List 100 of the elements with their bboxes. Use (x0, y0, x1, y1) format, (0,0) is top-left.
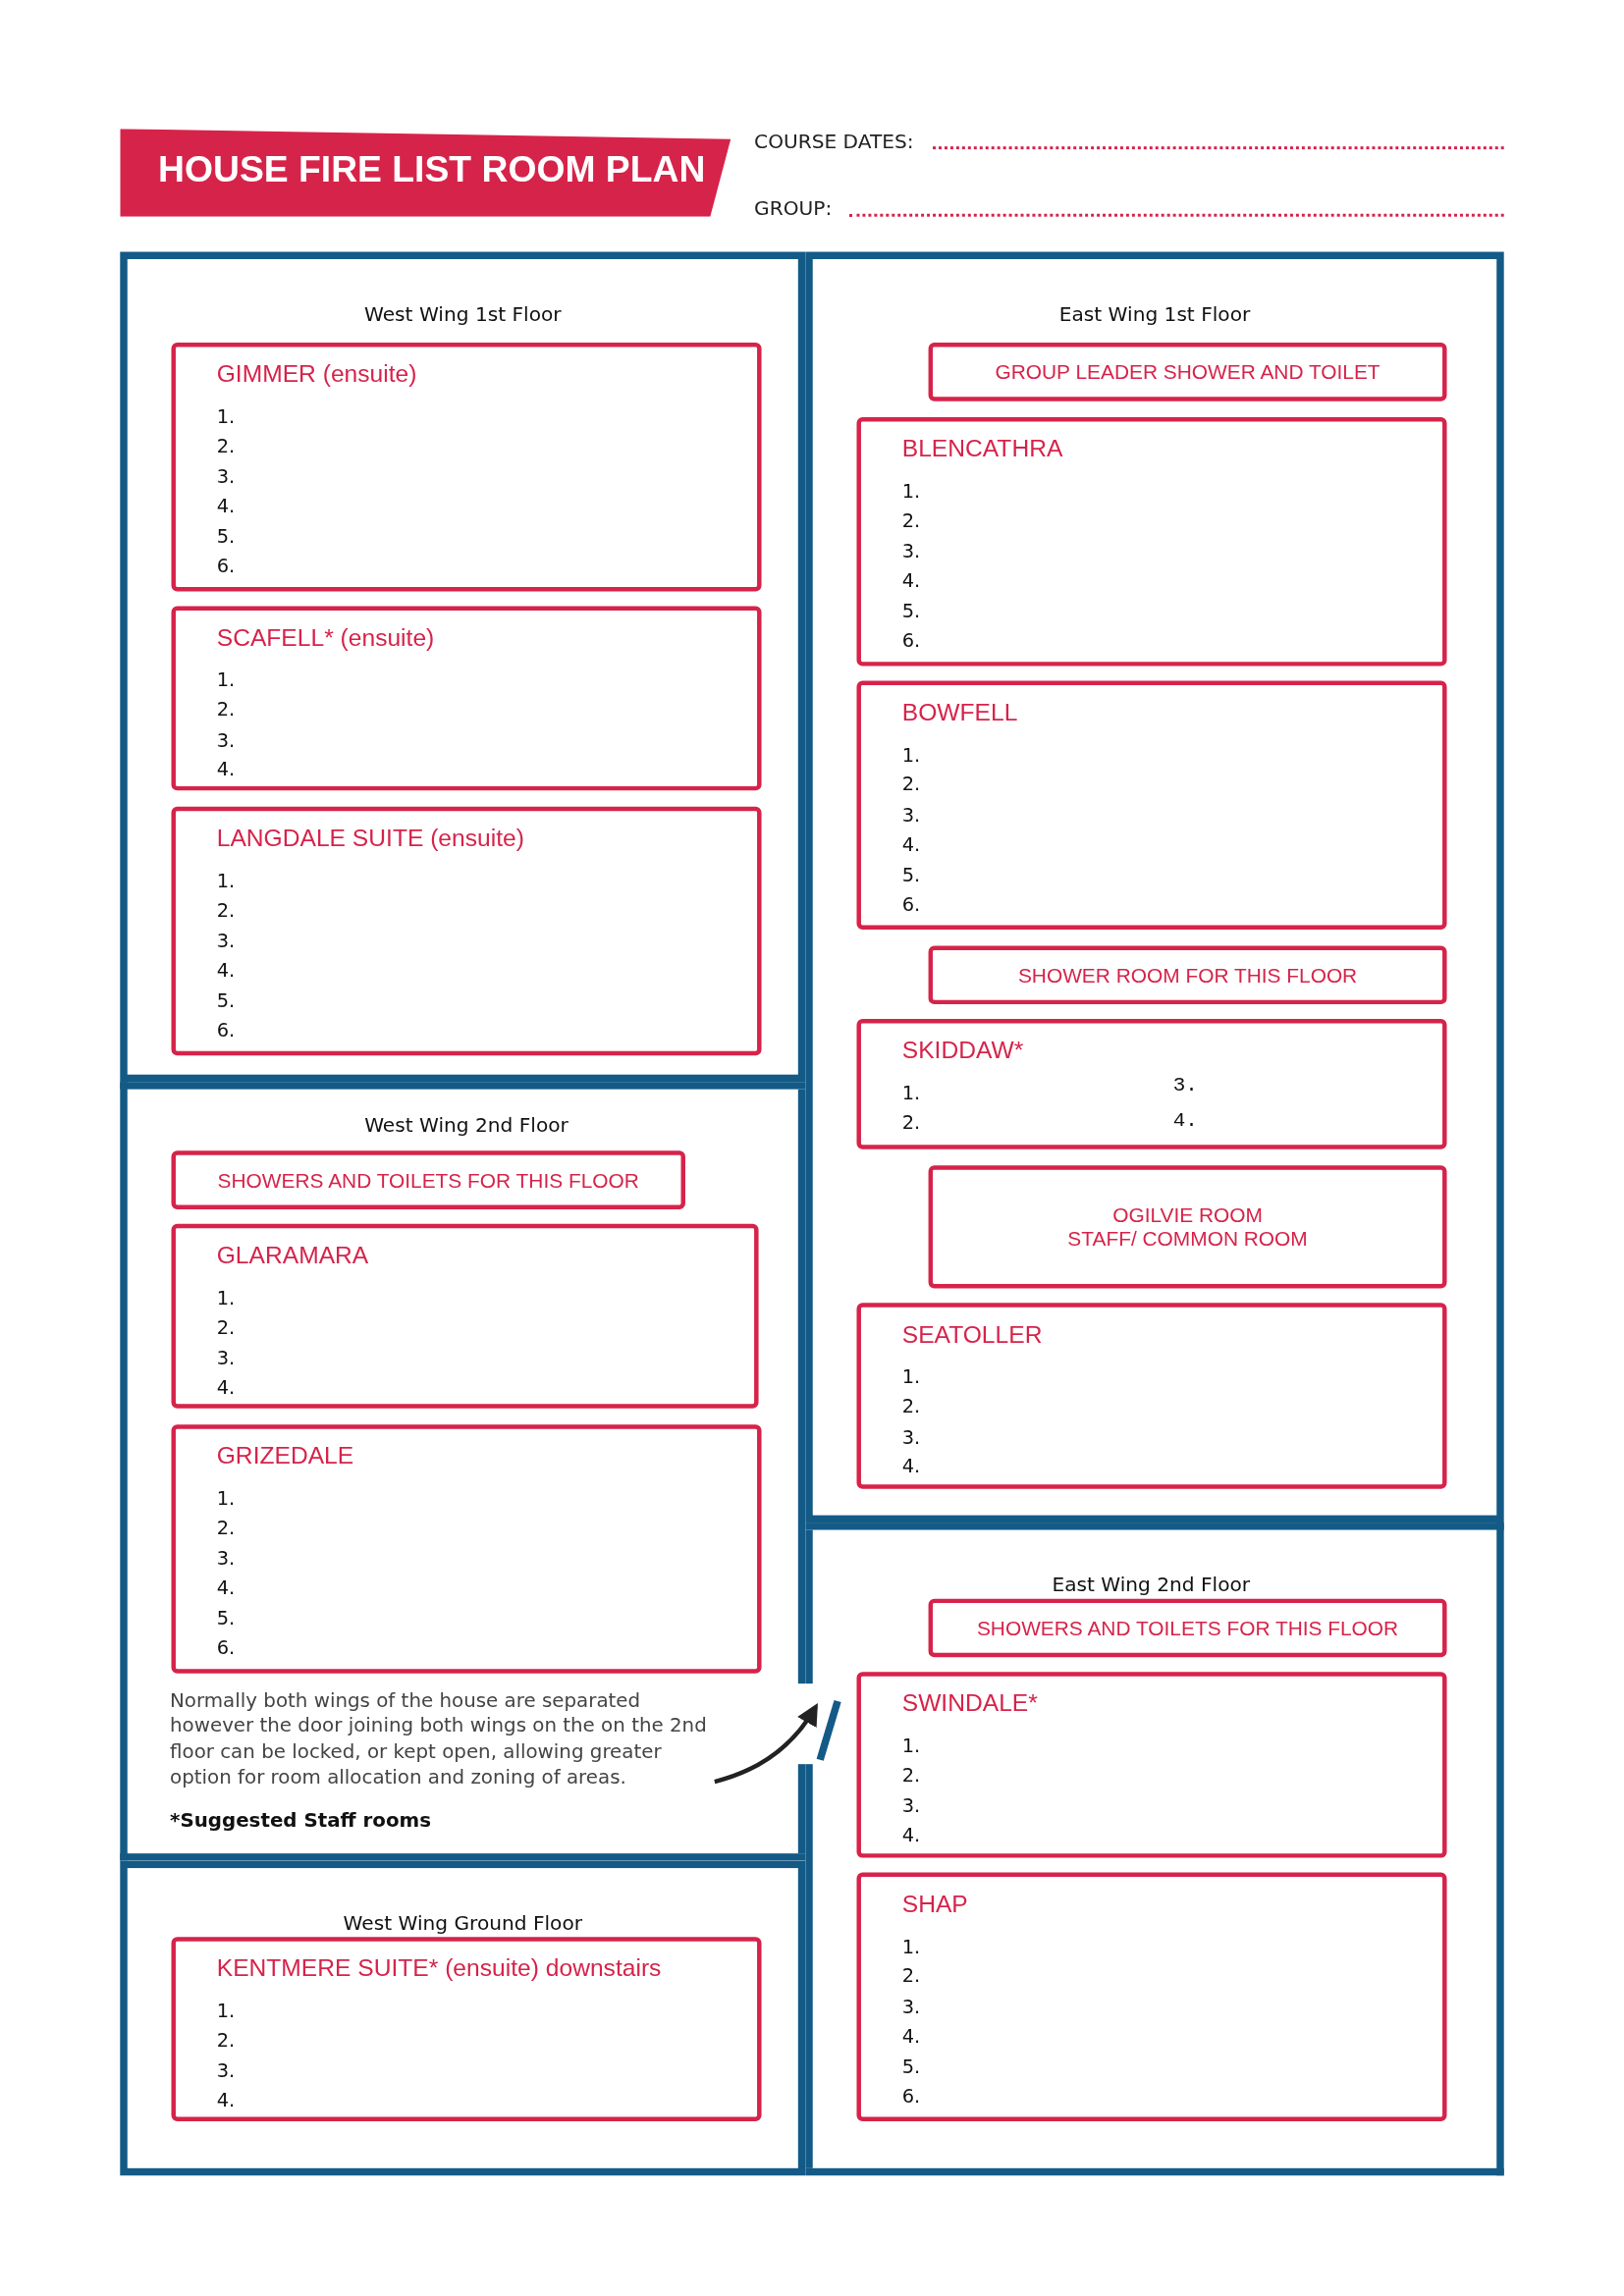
room-name: BLENCATHRA (901, 434, 1063, 463)
list-number: 5. (216, 988, 236, 1013)
room-box (171, 1424, 762, 1674)
list-number: 1. (216, 2000, 236, 2024)
room-box (856, 1019, 1447, 1149)
room-name: SKIDDAW* (901, 1036, 1024, 1065)
list-number: 1. (901, 1735, 921, 1759)
list-number: 3. (901, 1794, 921, 1819)
list-number: 2. (901, 774, 921, 797)
list-number: 2. (216, 899, 236, 924)
list-number: 3. (901, 803, 921, 828)
room-box (171, 806, 762, 1056)
section-heading: East Wing 1st Floor (1057, 301, 1252, 326)
title: HOUSE FIRE LIST ROOM PLAN (158, 147, 706, 190)
list-number: 3. (216, 2059, 236, 2083)
room-name: GROUP LEADER SHOWER AND TOILET (994, 359, 1381, 384)
room-name: GLARAMARA (216, 1241, 369, 1270)
list-number: 4. (1172, 1108, 1198, 1132)
list-number: 2. (901, 1965, 921, 1989)
list-number: 2. (216, 1316, 236, 1341)
list-number: 4. (216, 1376, 236, 1401)
section-heading: West Wing 2nd Floor (363, 1112, 569, 1137)
list-number: 3. (216, 1346, 236, 1370)
list-number: 2. (901, 509, 921, 534)
list-number: 2. (901, 1395, 921, 1419)
room-box (928, 343, 1447, 401)
room-name: LANGDALE SUITE (ensuite) (216, 824, 524, 852)
section-heading: East Wing 2nd Floor (1051, 1572, 1252, 1596)
list-number: 1. (216, 668, 236, 693)
arrow (714, 1703, 819, 1785)
list-number: 3. (1172, 1073, 1198, 1097)
list-number: 1. (216, 405, 236, 429)
list-number: 4. (901, 832, 921, 857)
list-number: 2. (901, 1111, 921, 1136)
floor-section (120, 1860, 806, 2176)
list-number: 1. (216, 869, 236, 893)
list-number: 2. (216, 1517, 236, 1541)
list-number: 4. (901, 569, 921, 594)
list-number: 6. (216, 555, 236, 579)
list-number: 5. (901, 599, 921, 623)
room-box (171, 1223, 759, 1409)
note-text: Normally both wings of the house are separated however the door joining both wings on the on the 2nd floor can be locked, or kept open, allowing greater option for room allocation and zoning of areas. (170, 1688, 708, 1789)
room-box (928, 1598, 1447, 1658)
section-heading: West Wing Ground Floor (342, 1910, 583, 1935)
room-box (928, 945, 1447, 1005)
list-number: 2. (216, 699, 236, 722)
room-name: GRIZEDALE (216, 1442, 354, 1470)
list-number: 1. (216, 1487, 236, 1512)
list-number: 5. (901, 863, 921, 887)
room-box (171, 343, 762, 592)
list-number: 1. (901, 743, 921, 768)
list-number: 6. (901, 892, 921, 917)
floor-section (120, 1082, 806, 1861)
list-number: 1. (216, 1286, 236, 1310)
list-number: 4. (216, 758, 236, 782)
list-number: 1. (901, 1082, 921, 1106)
list-number: 5. (216, 524, 236, 549)
room-name: OGILVIE ROOM (1111, 1202, 1264, 1227)
room-name: SEATOLLER (901, 1320, 1043, 1349)
list-number: 3. (216, 1547, 236, 1571)
list-number: 6. (901, 2084, 921, 2109)
list-number: 6. (216, 1636, 236, 1661)
list-number: 2. (901, 1764, 921, 1789)
field-label: GROUP: (754, 195, 833, 220)
room-box (856, 417, 1447, 667)
list-number: 1. (901, 1935, 921, 1959)
list-number: 4. (216, 959, 236, 984)
list-number: 3. (216, 929, 236, 953)
room-box (171, 1150, 685, 1209)
list-number: 1. (901, 480, 921, 505)
room-box (171, 1937, 762, 2122)
room-box (856, 1303, 1447, 1489)
list-number: 4. (901, 1824, 921, 1848)
list-number: 3. (901, 540, 921, 563)
room-box (856, 1872, 1447, 2122)
list-number: 4. (216, 495, 236, 519)
room-box (928, 1165, 1447, 1289)
room-box (171, 606, 762, 791)
room-name: SHOWERS AND TOILETS FOR THIS FLOOR (975, 1616, 1400, 1640)
room-name: GIMMER (ensuite) (216, 359, 417, 389)
list-number: 3. (216, 728, 236, 753)
list-number: 3. (216, 464, 236, 489)
room-name: SHOWERS AND TOILETS FOR THIS FLOOR (216, 1168, 640, 1192)
list-number: 6. (216, 1019, 236, 1042)
list-number: 6. (901, 629, 921, 654)
room-name: SHAP (901, 1890, 968, 1918)
list-number: 4. (216, 1576, 236, 1601)
floor-section (805, 1522, 1504, 2176)
door-symbol (815, 1698, 842, 1763)
room-name: STAFF/ COMMON ROOM (1066, 1226, 1309, 1251)
list-number: 2. (216, 435, 236, 459)
footnote: *Suggested Staff rooms (170, 1809, 432, 1832)
room-box (856, 680, 1447, 931)
list-number: 1. (901, 1365, 921, 1390)
room-name: SWINDALE* (901, 1689, 1038, 1718)
room-name: KENTMERE SUITE* (ensuite) downstairs (216, 1954, 662, 1983)
room-box (856, 1672, 1447, 1858)
room-name: SCAFELL* (ensuite) (216, 623, 435, 652)
list-number: 3. (901, 1995, 921, 2019)
room-name: BOWFELL (901, 698, 1018, 726)
